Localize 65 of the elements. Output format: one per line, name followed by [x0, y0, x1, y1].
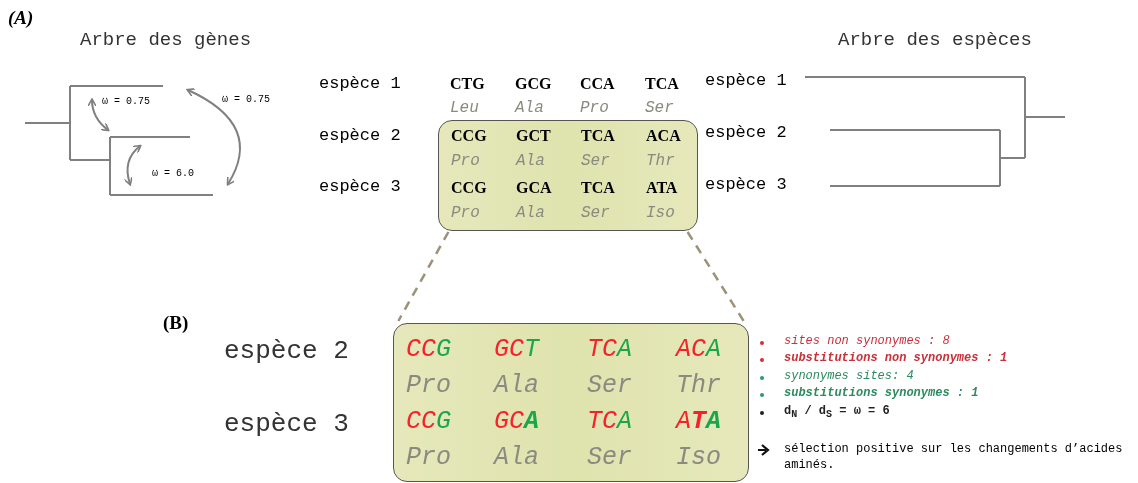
amino-acid: Pro	[580, 100, 609, 118]
list-item: substitutions non synonymes : 1	[784, 352, 1008, 366]
codon: GCT	[494, 336, 540, 364]
codon: GCT	[516, 127, 551, 145]
amino-acid: Pro	[451, 153, 480, 171]
alignment-box	[393, 323, 749, 482]
amino-acid: Iso	[646, 205, 675, 223]
codon: CCA	[580, 75, 615, 93]
amino-acid: Ala	[494, 372, 540, 400]
list-item: substitutions synonymes : 1	[784, 387, 979, 401]
list-item: sites non synonymes : 8	[784, 335, 950, 349]
zoom-line	[397, 231, 450, 322]
amino-acid: Leu	[450, 100, 479, 118]
amino-acid: Ser	[587, 444, 633, 472]
codon: ACA	[676, 336, 722, 364]
amino-acid: Pro	[406, 444, 452, 472]
list-item: synonymes sites: 4	[784, 370, 914, 384]
amino-acid: Pro	[406, 372, 452, 400]
codon: ATA	[646, 179, 678, 197]
tree-title: Arbre des espèces	[838, 30, 1032, 51]
amino-acid: Pro	[451, 205, 480, 223]
amino-acid: Iso	[676, 444, 722, 472]
codon: ACA	[646, 127, 681, 145]
amino-acid: Ala	[494, 444, 540, 472]
formula: d$_{N}$ / d$_{S}$ = ω = 6	[784, 405, 890, 421]
codon: CCG	[406, 336, 452, 364]
amino-acid: Thr	[676, 372, 722, 400]
tree-title: Arbre des gènes	[80, 30, 252, 51]
codon: CCG	[406, 408, 452, 436]
panel-label: (A)	[8, 8, 34, 29]
species-name: espèce 3	[705, 176, 787, 195]
amino-acid: Ser	[645, 100, 674, 118]
amino-acid: Thr	[646, 153, 675, 171]
codon: TCA	[581, 127, 615, 145]
omega-label: ω = 0.75	[222, 94, 270, 105]
codon: TCA	[587, 408, 633, 436]
panel-label: (B)	[163, 313, 189, 334]
alignment-box	[438, 120, 698, 231]
species-name: espèce 1	[705, 72, 787, 91]
species-name: espèce 2	[705, 124, 787, 143]
species-name: espèce 1	[319, 75, 401, 94]
amino-acid: Ser	[581, 153, 610, 171]
amino-acid: Ala	[516, 205, 545, 223]
amino-acid: Ser	[587, 372, 633, 400]
species-name: espèce 3	[224, 410, 349, 439]
amino-acid: Ser	[581, 205, 610, 223]
codon: CCG	[451, 179, 487, 197]
species-name: espèce 2	[319, 127, 401, 146]
conclusion-text: sélection positive sur les changements d’acides aminés.	[784, 442, 1124, 474]
codon: TCA	[581, 179, 615, 197]
omega-label: ω = 6.0	[152, 168, 194, 179]
amino-acid: Ala	[516, 153, 545, 171]
codon: TCA	[587, 336, 633, 364]
codon: GCG	[515, 75, 552, 93]
species-name: espèce 3	[319, 178, 401, 197]
codon: GCA	[516, 179, 552, 197]
codon: TCA	[645, 75, 679, 93]
codon: GCA	[494, 408, 540, 436]
species-name: espèce 2	[224, 337, 349, 366]
amino-acid: Ala	[515, 100, 544, 118]
codon: CCG	[451, 127, 487, 145]
codon: ATA	[676, 408, 722, 436]
omega-label: ω = 0.75	[102, 96, 150, 107]
zoom-line	[686, 231, 745, 322]
codon: CTG	[450, 75, 485, 93]
